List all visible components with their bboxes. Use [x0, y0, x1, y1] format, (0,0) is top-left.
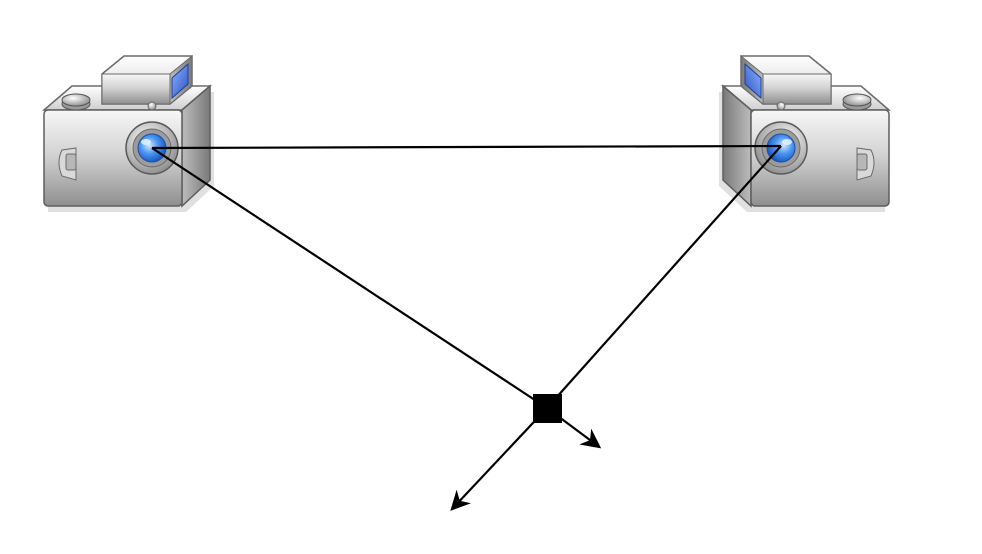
point-marker-icon	[533, 394, 562, 423]
camera-left-icon	[43, 55, 215, 213]
baseline-line	[151, 144, 782, 150]
ray-left-camera-to-point	[151, 147, 548, 409]
camera-right-icon	[718, 55, 890, 213]
ray-right-camera-to-point	[546, 145, 782, 409]
motion-arrow-lower-left	[450, 407, 548, 511]
